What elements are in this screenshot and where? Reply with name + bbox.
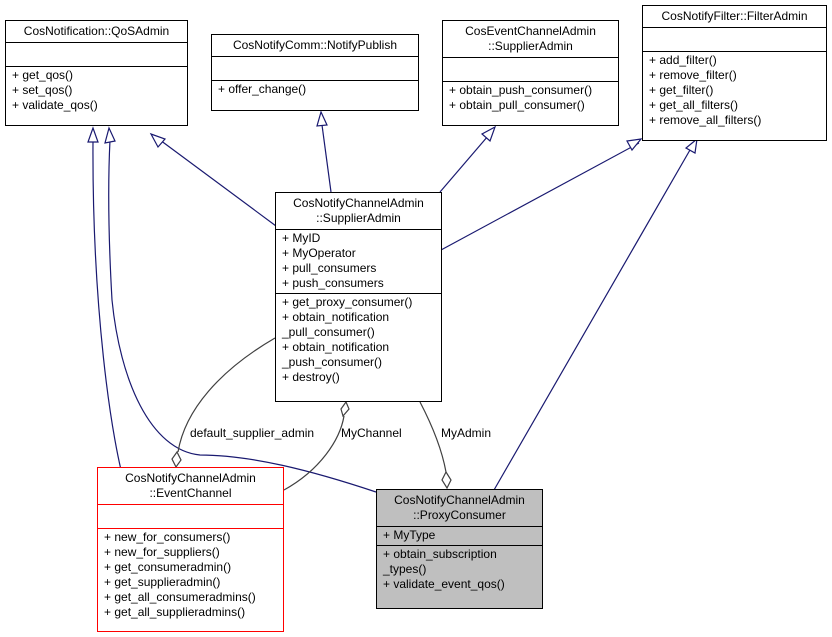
- edge-supplieradmin-inherits-eventsupplieradmin: [439, 135, 489, 193]
- operations-section: + get_qos() + set_qos() + validate_qos(): [6, 66, 187, 115]
- operation: + get_all_filters(): [649, 98, 739, 112]
- class-title: CosNotifyFilter::FilterAdmin: [643, 6, 826, 27]
- class-supplier-admin[interactable]: CosNotifyChannelAdmin ::SupplierAdmin + …: [275, 192, 442, 402]
- operation: + new_for_suppliers(): [104, 545, 220, 559]
- class-name: ::EventChannel: [149, 486, 232, 500]
- attribute: + MyOperator: [282, 246, 356, 260]
- attributes-section: [443, 57, 618, 81]
- operation: + set_qos(): [12, 83, 73, 97]
- operations-section: + offer_change(): [212, 80, 418, 99]
- class-name: ::ProxyConsumer: [413, 508, 506, 522]
- attributes-section: [98, 504, 283, 528]
- attribute: + pull_consumers: [282, 261, 377, 275]
- attribute: + MyID: [282, 231, 321, 245]
- operation: _pull_consumer(): [282, 325, 375, 339]
- attribute: + push_consumers: [282, 276, 384, 290]
- aggregation-diamond: [340, 400, 350, 418]
- edge-supplieradmin-inherits-notifypublish: [321, 124, 332, 193]
- edge-eventchannel-inherits-qosadmin: [92, 139, 129, 497]
- class-name: CosNotifyChannelAdmin: [394, 493, 525, 507]
- operation: + obtain_subscription: [383, 547, 497, 561]
- operation: + offer_change(): [218, 82, 307, 96]
- operations-section: + add_filter() + remove_filter() + get_f…: [643, 51, 826, 130]
- operation: + validate_event_qos(): [383, 577, 505, 591]
- inherit-arrowhead: [626, 138, 643, 152]
- operation: + get_consumeradmin(): [104, 560, 232, 574]
- attributes-section: + MyType: [377, 526, 542, 545]
- operation: + destroy(): [282, 370, 340, 384]
- operation: + remove_filter(): [649, 68, 737, 82]
- attributes-section: [6, 42, 187, 66]
- operation: + get_supplieradmin(): [104, 575, 221, 589]
- class-name: CosNotifyChannelAdmin: [125, 471, 256, 485]
- aggregation-diamond: [441, 470, 452, 490]
- edge-proxyconsumer-inherits-qosadmin: [108, 139, 377, 493]
- operation: + add_filter(): [649, 53, 717, 67]
- operation: _push_consumer(): [282, 355, 383, 369]
- edge-supplieradmin-inherits-filteradmin: [440, 142, 640, 251]
- edge-label-my-channel: MyChannel: [341, 426, 402, 440]
- operation: + get_proxy_consumer(): [282, 295, 413, 309]
- operation: + remove_all_filters(): [649, 113, 762, 127]
- attribute: + MyType: [383, 528, 436, 542]
- edge-default-supplier-admin: [177, 337, 276, 453]
- edge-proxyconsumer-inherits-filteradmin: [493, 142, 695, 491]
- edge-supplieradmin-inherits-qosadmin: [159, 139, 277, 227]
- operation: + obtain_pull_consumer(): [449, 98, 585, 112]
- operation: + get_all_consumeradmins(): [104, 590, 256, 604]
- inherit-arrowhead: [316, 110, 328, 127]
- operation: + obtain_notification: [282, 310, 390, 324]
- class-name: CosNotifyChannelAdmin: [293, 196, 424, 210]
- class-title: CosNotifyChannelAdmin ::ProxyConsumer: [377, 490, 542, 526]
- edge-label-my-admin: MyAdmin: [441, 426, 492, 440]
- operations-section: + get_proxy_consumer() + obtain_notifica…: [276, 293, 441, 387]
- operations-section: + new_for_consumers() + new_for_supplier…: [98, 528, 283, 622]
- operations-section: + obtain_subscription _types() + validat…: [377, 545, 542, 594]
- class-qos-admin[interactable]: CosNotification::QoSAdmin + get_qos() + …: [5, 20, 188, 126]
- class-name: CosNotification::QoSAdmin: [23, 24, 170, 38]
- operation: _types(): [383, 562, 427, 576]
- class-title: CosNotifyChannelAdmin ::SupplierAdmin: [276, 193, 441, 229]
- class-title: CosEventChannelAdmin ::SupplierAdmin: [443, 21, 618, 57]
- inherit-arrowhead: [149, 132, 167, 149]
- class-notify-publish[interactable]: CosNotifyComm::NotifyPublish + offer_cha…: [211, 34, 419, 111]
- class-name: ::SupplierAdmin: [488, 39, 573, 53]
- class-filter-admin[interactable]: CosNotifyFilter::FilterAdmin + add_filte…: [642, 5, 827, 141]
- edge-my-admin: [419, 401, 447, 473]
- inherit-arrowhead: [104, 126, 116, 144]
- inherit-arrowhead: [87, 126, 99, 143]
- operation: + obtain_push_consumer(): [449, 83, 593, 97]
- inherit-arrowhead: [684, 137, 698, 154]
- operations-section: + obtain_push_consumer() + obtain_pull_c…: [443, 81, 618, 115]
- operation: + get_all_supplieradmins(): [104, 605, 246, 619]
- class-event-supplier-admin[interactable]: CosEventChannelAdmin ::SupplierAdmin + o…: [442, 20, 619, 126]
- class-proxy-consumer[interactable]: CosNotifyChannelAdmin ::ProxyConsumer + …: [376, 489, 543, 609]
- class-name: CosNotifyFilter::FilterAdmin: [661, 9, 808, 23]
- inherit-arrowhead: [480, 125, 497, 143]
- edge-label-default-supplier-admin: default_supplier_admin: [190, 426, 315, 440]
- attributes-section: [643, 27, 826, 51]
- class-title: CosNotifyChannelAdmin ::EventChannel: [98, 468, 283, 504]
- operation: + new_for_consumers(): [104, 530, 231, 544]
- class-name: CosNotifyComm::NotifyPublish: [232, 38, 398, 52]
- aggregation-diamond: [171, 450, 182, 469]
- class-name: CosEventChannelAdmin: [465, 24, 596, 38]
- class-name: ::SupplierAdmin: [316, 211, 401, 225]
- class-event-channel[interactable]: CosNotifyChannelAdmin ::EventChannel + n…: [97, 467, 284, 632]
- edge-my-channel: [283, 415, 345, 491]
- operation: + get_filter(): [649, 83, 714, 97]
- attributes-section: + MyID + MyOperator + pull_consumers + p…: [276, 229, 441, 293]
- class-title: CosNotifyComm::NotifyPublish: [212, 35, 418, 56]
- operation: + validate_qos(): [12, 98, 98, 112]
- class-title: CosNotification::QoSAdmin: [6, 21, 187, 42]
- operation: + obtain_notification: [282, 340, 390, 354]
- operation: + get_qos(): [12, 68, 74, 82]
- attributes-section: [212, 56, 418, 80]
